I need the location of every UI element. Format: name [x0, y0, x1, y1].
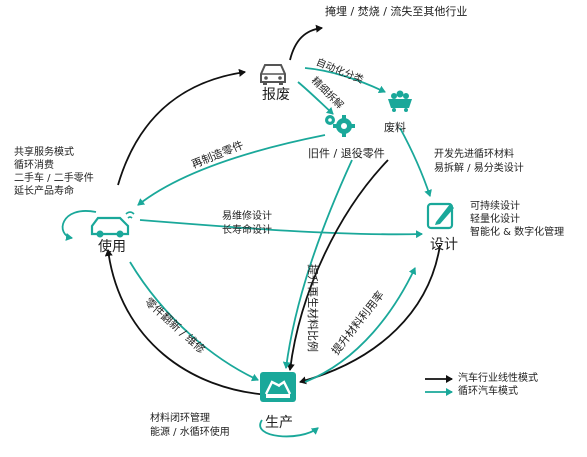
use-note: 共享服务模式 — [14, 147, 74, 158]
arrow-design-to-production — [299, 244, 441, 385]
minecart-icon — [388, 90, 412, 112]
arrow-auto-sort — [304, 67, 386, 94]
landfill-label: 掩埋 / 焚烧 / 流失至其他行业 — [325, 5, 468, 18]
loop-production — [259, 419, 319, 438]
design-note: 可持续设计 — [470, 201, 520, 212]
legend-circular-label: 循环汽车模式 — [458, 386, 518, 397]
connected-car-icon — [90, 211, 135, 238]
arrow-remanufacture — [137, 134, 326, 206]
easy-sort-label: 易拆解 / 易分类设计 — [434, 163, 524, 174]
arrow-fine-disassembly — [297, 81, 334, 115]
node-used-parts-label: 旧件 / 退役零件 — [308, 147, 385, 160]
use-note: 二手车 / 二手零件 — [14, 173, 94, 184]
node-production-label: 生产 — [265, 415, 293, 431]
arrow-scrap-to-landfill — [289, 24, 323, 61]
node-scrap-label: 报废 — [262, 87, 290, 103]
arrow-parts-to-production — [286, 159, 389, 371]
loop-use — [61, 210, 97, 241]
arrow-use-to-production — [129, 261, 259, 382]
production-note: 能源 / 水循环使用 — [150, 427, 230, 438]
maintainable-label: 易维修设计 — [222, 211, 272, 222]
arrow-production-to-design — [304, 267, 417, 383]
production-note: 材料闭环管理 — [150, 413, 210, 424]
legend-linear-label: 汽车行业线性模式 — [458, 373, 538, 384]
design-note: 智能化 & 数字化管理 — [470, 227, 565, 238]
node-use-label: 使用 — [98, 239, 126, 255]
robot-arm-icon — [260, 372, 296, 402]
node-waste-label: 废料 — [384, 121, 406, 134]
use-note: 循环消费 — [14, 160, 54, 171]
arrow-use-to-scrap — [117, 68, 246, 186]
car-icon — [260, 64, 286, 85]
recycled-ratio-label: 提升再生材料比例 — [306, 264, 319, 352]
gear-icon — [325, 115, 355, 137]
use-note: 延长产品寿命 — [14, 186, 74, 197]
long-life-label: 长寿命设计 — [222, 225, 272, 236]
design-note: 轻量化设计 — [470, 214, 520, 225]
design-icon — [426, 202, 454, 230]
arrow-use-to-design — [139, 219, 423, 239]
develop-materials-label: 开发先进循环材料 — [434, 149, 514, 160]
arrow-recycled-ratio — [282, 159, 353, 369]
arrow-production-to-use — [104, 249, 271, 396]
arrow-waste-to-design — [399, 127, 432, 197]
node-design-label: 设计 — [430, 237, 458, 253]
